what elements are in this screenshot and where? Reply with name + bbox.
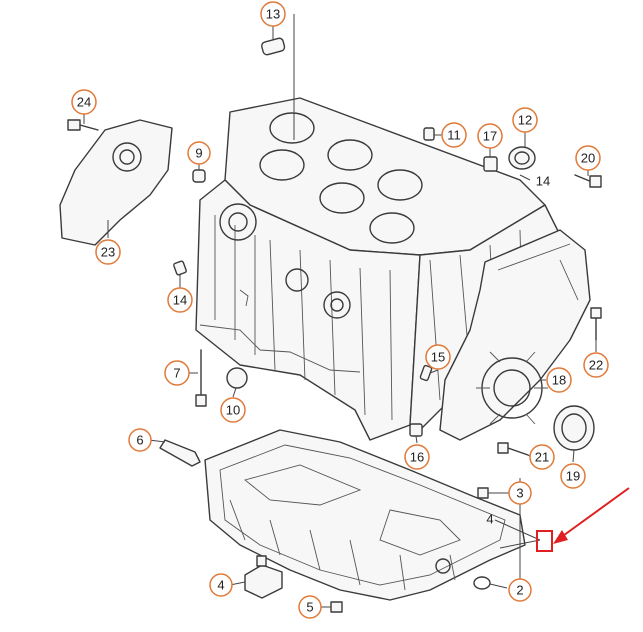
callout-11-label: 11 (447, 128, 461, 143)
callout-18-label: 18 (552, 373, 566, 388)
seal-19 (553, 405, 595, 451)
callout-23-label: 23 (101, 245, 115, 260)
bolt-24 (67, 119, 99, 131)
bolt-3 (477, 487, 489, 499)
callout-23: 23 (95, 239, 121, 265)
callout-9: 9 (187, 141, 211, 165)
callout-14: 14 (167, 287, 193, 313)
pin-15 (419, 364, 433, 382)
callout-13-label: 13 (266, 7, 280, 22)
callout-6: 6 (128, 428, 152, 452)
callout-3: 3 (508, 481, 532, 505)
sleeve-11 (423, 127, 435, 141)
bolt-5 (330, 601, 343, 613)
callout-17-label: 17 (483, 129, 497, 144)
label-14-plain: 14 (536, 174, 550, 189)
callout-12-label: 12 (518, 113, 532, 128)
callout-5: 5 (298, 595, 322, 619)
callout-21-label: 21 (535, 450, 549, 465)
callout-7: 7 (164, 360, 190, 386)
callout-6-label: 6 (136, 433, 143, 448)
callout-16-label: 16 (410, 450, 424, 465)
dowel-pin-13 (261, 37, 286, 56)
callout-4: 4 (209, 573, 233, 597)
sleeve-17 (483, 156, 498, 172)
bolt-22 (590, 307, 602, 341)
callout-3-label: 3 (516, 486, 523, 501)
bolt-7 (195, 349, 207, 407)
callout-4-label: 4 (217, 578, 224, 593)
callout-2-label: 2 (516, 583, 523, 598)
highlight-marker (536, 487, 630, 552)
sealant-tube-6 (159, 439, 201, 467)
bolt-20 (574, 174, 602, 188)
plug-9 (192, 169, 206, 183)
cover-plate-23 (59, 119, 173, 246)
callout-21: 21 (529, 444, 555, 470)
callout-11: 11 (441, 122, 467, 148)
callout-20-label: 20 (581, 151, 595, 166)
callout-20: 20 (575, 145, 601, 171)
callout-15-label: 15 (431, 350, 445, 365)
red-arrow-icon (553, 530, 568, 544)
callout-19: 19 (560, 463, 586, 489)
o-ring-2 (473, 576, 491, 590)
callout-15: 15 (425, 344, 451, 370)
callout-10-label: 10 (226, 403, 240, 418)
sleeve-16 (409, 423, 423, 437)
callout-5-label: 5 (306, 600, 313, 615)
callout-2: 2 (508, 578, 532, 602)
oil-pan (204, 429, 526, 601)
callout-13: 13 (260, 1, 286, 27)
plug-10 (226, 367, 248, 389)
callout-14-label: 14 (173, 293, 187, 308)
callout-24: 24 (71, 89, 97, 115)
callout-12: 12 (512, 107, 538, 133)
seal-12 (508, 146, 536, 170)
callout-22: 22 (583, 352, 609, 378)
label-4-plain: 4 (486, 512, 493, 527)
callout-7-label: 7 (173, 366, 180, 381)
callout-10: 10 (220, 397, 246, 423)
callout-16: 16 (404, 444, 430, 470)
pin-14 (173, 260, 187, 276)
callout-17: 17 (477, 123, 503, 149)
callout-22-label: 22 (589, 358, 603, 373)
callout-19-label: 19 (566, 469, 580, 484)
oil-sensor-4 (244, 555, 283, 599)
timing-cover (439, 229, 591, 441)
bolt-21 (497, 442, 529, 456)
callout-9-label: 9 (195, 146, 202, 161)
callout-24-label: 24 (77, 95, 91, 110)
callout-18: 18 (546, 367, 572, 393)
